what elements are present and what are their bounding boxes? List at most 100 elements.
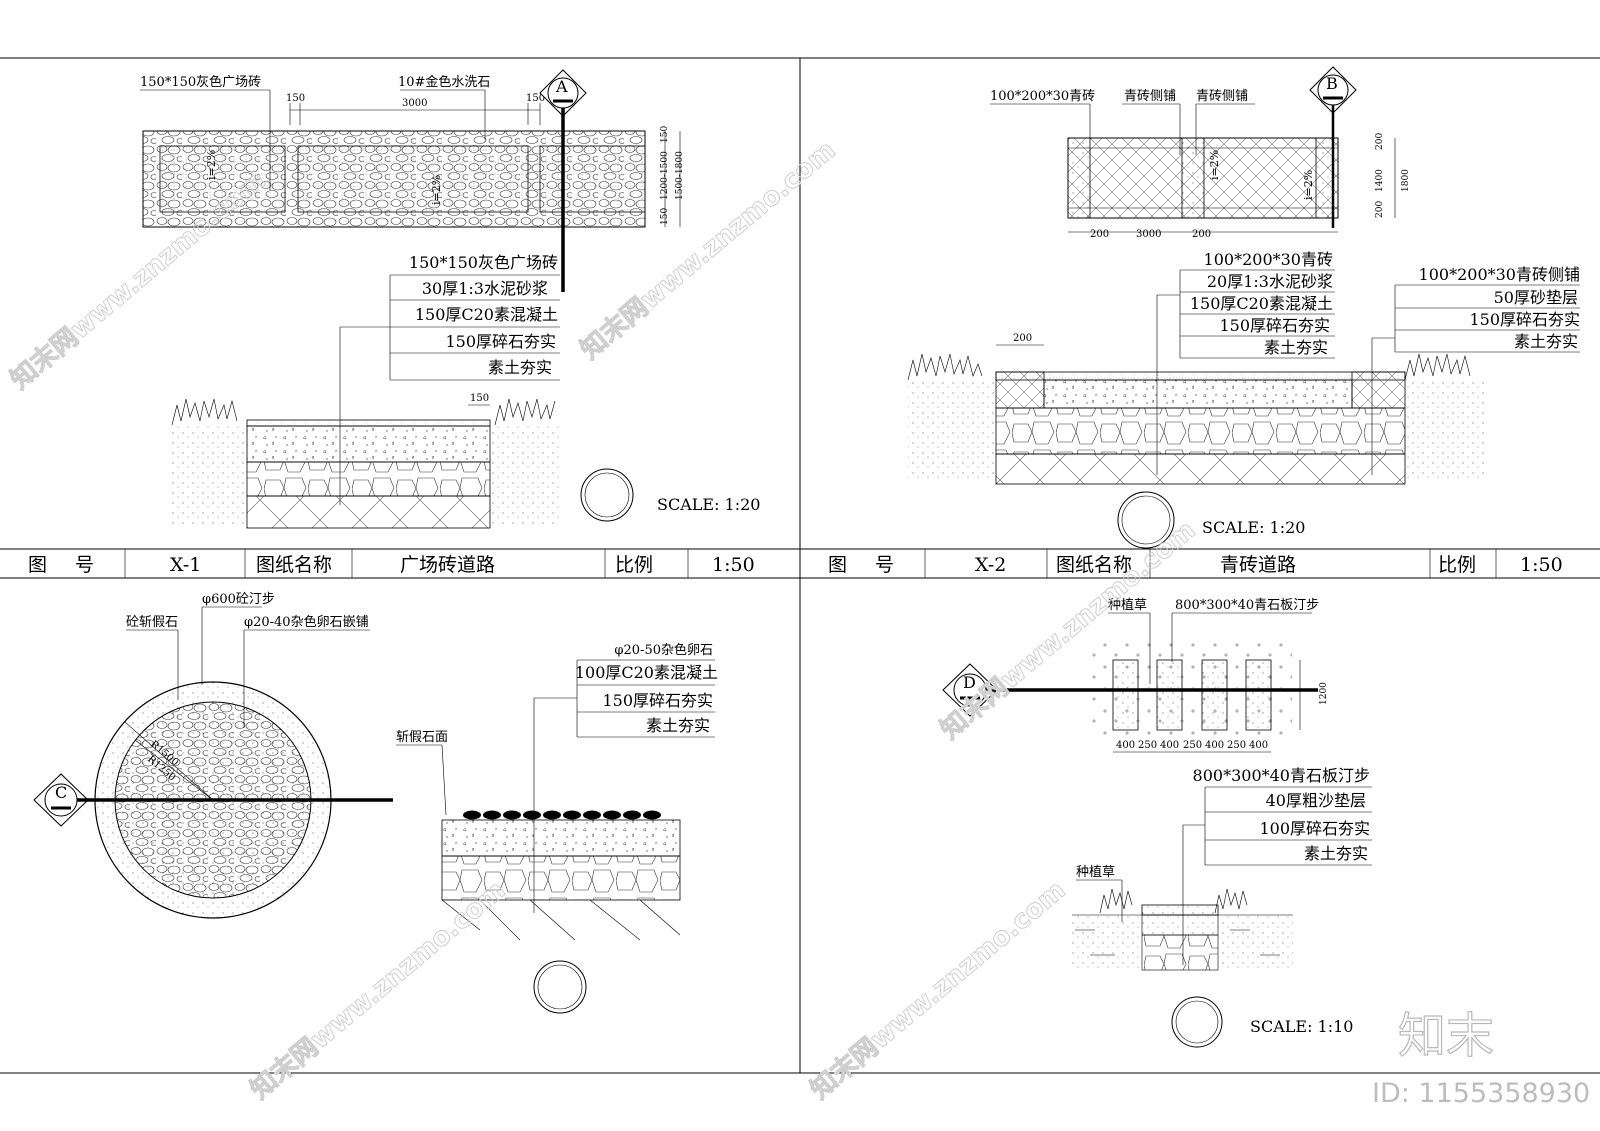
x2-layer-left-4: 150厚碎石夯实 [1219,316,1330,335]
x2-layer-right-3: 150厚碎石夯实 [1469,310,1580,329]
x2-label-side1: 青砖侧铺 [1124,89,1176,104]
x3-layer-3: 150厚碎石夯实 [602,691,713,710]
x1-sec-dim: 150 [470,393,489,404]
x1-side-1200: 1200-1500 [660,151,670,200]
x1-layer-callout: 150*150灰色广场砖 30厚1:3水泥砂浆 150厚C20素混凝土 150厚… [339,253,560,505]
x1-layer-4: 150厚碎石夯实 [445,332,556,351]
x2-layer-left-5: 素土夯实 [1264,338,1328,357]
x4-layer-1: 800*300*40青石板汀步 [1193,766,1370,785]
x1-label-tile: 150*150灰色广场砖 [140,74,261,90]
x3-marker-letter: C [55,783,67,802]
row1-name: 广场砖道路 [400,554,495,576]
x2-label-brick: 100*200*30青砖 [990,89,1095,104]
x4-dim-1: 400 [1116,740,1135,751]
x2-layer-right-1: 100*200*30青砖侧铺 [1419,265,1580,284]
x4-dim-3: 400 [1160,740,1179,751]
x3-label-fake: 砼斩假石 [126,615,178,630]
x4-dim-4: 250 [1183,740,1202,751]
row2-h1: 图 [828,554,847,576]
x2-v1400: 1400 [1375,169,1385,192]
x4-dim-7: 400 [1249,740,1268,751]
panel-x4: 1200 种植草 800*300*40青石板汀步 400 250 400 250… [942,598,1372,1048]
watermark-site-4: 知末网www.znzmo.com [245,875,511,1105]
x1-marker-letter: A [555,77,568,96]
row1-name-label: 图纸名称 [256,554,332,576]
x1-section: 150 SCALE: 1:20 [171,393,760,529]
x3-pebble-row [463,810,661,820]
x3-plan: R1500 R1250 砼斩假石 φ600砼汀步 φ20-40杂色卵石嵌铺 [94,592,370,919]
x2-layer-left-1: 100*200*30青砖 [1204,250,1333,269]
x4-layer-3: 100厚碎石夯实 [1259,819,1370,838]
row1-h1: 图 [28,554,47,576]
watermark-site-5: 知末网www.znzmo.com [805,875,1071,1105]
row1-ratio-label: 比例 [615,554,653,576]
x2-label-side2: 青砖侧铺 [1196,89,1248,104]
x3-section: 斩假石面 [396,730,681,1014]
x3-layer-4: 素土夯实 [646,716,710,735]
x1-label-wash: 10#金色水洗石 [398,74,490,90]
sheet-frame [0,57,1600,1074]
x1-slope-1: i=2% [205,150,218,180]
x1-side-150b: 150 [660,208,670,225]
panel-x3: R1500 R1250 砼斩假石 φ600砼汀步 φ20-40杂色卵石嵌铺 C [33,592,718,1014]
x4-label-grass2: 种植草 [1076,865,1115,880]
row2-number: X-2 [975,554,1006,576]
row2-ratio: 1:50 [1520,554,1563,576]
panel-x1: 150*150灰色广场砖 10#金色水洗石 150 3000 150 i=2% … [140,69,760,529]
x4-section: 种植草 SCALE: 1:10 [1072,865,1353,1048]
x4-scale: SCALE: 1:10 [1250,1017,1353,1036]
x3-layer-1: φ20-50杂色卵石 [614,642,713,658]
x3-label-face: 斩假石面 [396,730,448,745]
x3-label-step: φ600砼汀步 [202,592,275,607]
x2-layer-left-3: 150厚C20素混凝土 [1190,294,1333,313]
row2-ratio-label: 比例 [1438,554,1476,576]
x2-sec-dim: 200 [1013,333,1032,344]
x3-layer-2: 100厚C20素混凝土 [575,663,718,682]
row2-name: 青砖道路 [1220,554,1296,576]
x2-layer-left-2: 20厚1:3水泥砂浆 [1207,272,1333,291]
x2-v200b: 200 [1375,201,1385,218]
x1-plan: 150*150灰色广场砖 10#金色水洗石 150 3000 150 i=2% … [140,74,685,228]
x4-layer-callout: 800*300*40青石板汀步 40厚粗沙垫层 100厚碎石夯实 素土夯实 [1182,766,1372,965]
x2-scale: SCALE: 1:20 [1202,518,1305,537]
x1-dim-150b: 150 [526,93,545,104]
x2-dim-200a: 200 [1090,229,1109,240]
x1-side-1500: 1500-1800 [675,151,685,200]
x2-layer-callout-right: 100*200*30青砖侧铺 50厚砂垫层 150厚碎石夯实 素土夯实 [1371,265,1580,475]
x2-marker-letter: B [1326,74,1338,93]
x1-side-150: 150 [660,126,670,143]
row1-h2: 号 [75,554,94,576]
x2-section-marker: B [1309,66,1357,228]
x4-marker-letter: D [963,673,976,692]
x3-layer-callout: φ20-50杂色卵石 100厚C20素混凝土 150厚碎石夯实 素土夯实 [533,642,718,913]
x2-dim-200b: 200 [1192,229,1211,240]
row1-ratio: 1:50 [712,554,755,576]
x1-layer-1: 150*150灰色广场砖 [409,253,558,272]
x2-slope-1: i=2% [1208,150,1221,180]
watermark-brand: 知末 [1398,1008,1494,1064]
x2-section: 200 SCALE: 1:20 [907,333,1487,549]
x3-label-pebble: φ20-40杂色卵石嵌铺 [244,614,369,630]
x1-scale: SCALE: 1:20 [657,495,760,514]
x4-dim-6: 250 [1227,740,1246,751]
x4-layer-2: 40厚粗沙垫层 [1266,791,1366,810]
x1-section-marker: A [539,69,587,292]
row2-h2: 号 [875,554,894,576]
x2-v200a: 200 [1375,133,1385,150]
x3-section-marker: C [33,773,393,827]
x2-slope-2: i=2% [1302,170,1315,200]
x4-layer-4: 素土夯实 [1304,844,1368,863]
x1-slope-2: i=2% [430,175,443,205]
x1-layer-3: 150厚C20素混凝土 [415,305,558,324]
x4-label-grass: 种植草 [1108,598,1147,613]
x4-section-marker: D [942,663,1318,717]
x4-plan: 1200 种植草 800*300*40青石板汀步 400 250 400 250… [1092,598,1329,753]
x4-dim-2: 250 [1138,740,1157,751]
row1-number: X-1 [170,554,201,576]
x2-layer-right-4: 素土夯实 [1514,332,1578,351]
x4-dim-5: 400 [1205,740,1224,751]
watermark: 知末网www.znzmo.com 知末网www.znzmo.com 知末网www… [5,135,1591,1109]
x4-label-slab: 800*300*40青石板汀步 [1175,598,1319,613]
x2-layer-right-2: 50厚砂垫层 [1494,288,1578,307]
